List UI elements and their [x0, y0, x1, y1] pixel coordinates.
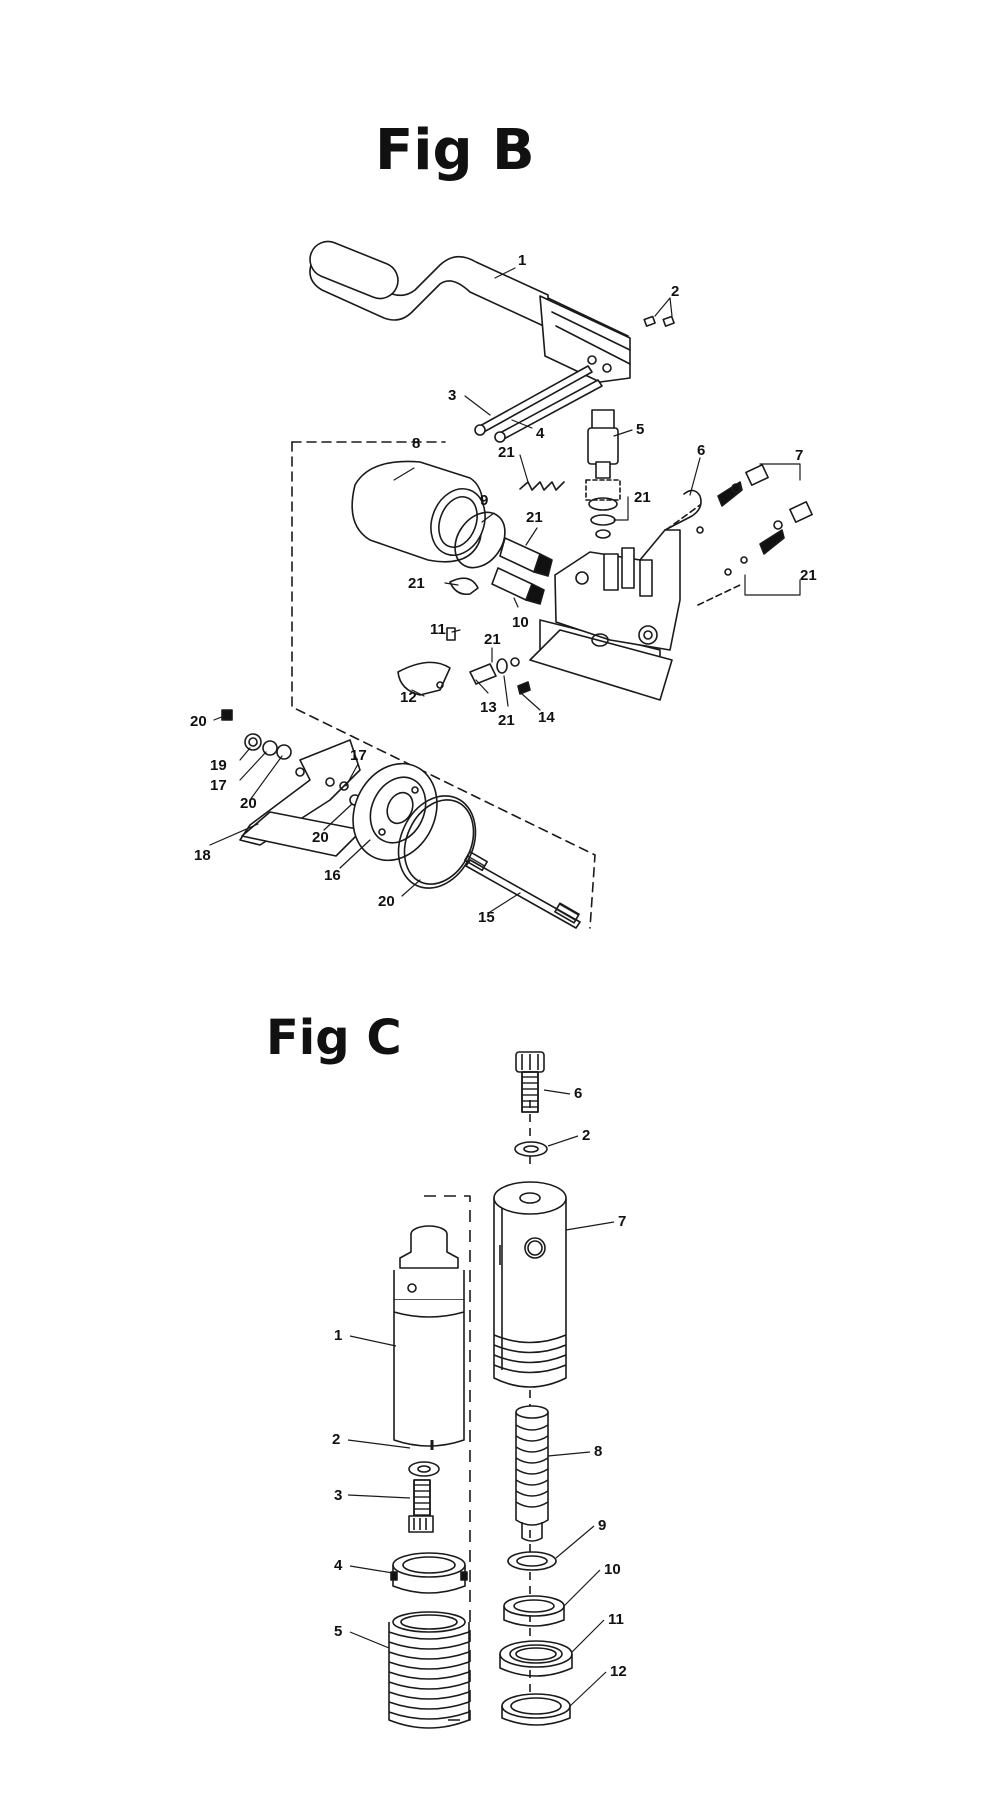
callout-b-10: 10 [512, 614, 529, 631]
callout-b-21e: 21 [408, 575, 425, 592]
o-ring-large [454, 511, 506, 569]
spring [519, 481, 565, 491]
base-plate-16 [352, 762, 438, 862]
callout-c-4: 4 [334, 1557, 343, 1574]
callout-b-21a: 21 [498, 444, 515, 461]
callout-c-3: 3 [334, 1487, 342, 1504]
callout-b-4: 4 [536, 425, 545, 442]
callout-b-12: 12 [400, 689, 417, 706]
callout-b-14: 14 [538, 709, 555, 726]
callout-b-3: 3 [448, 387, 456, 404]
nut-c4 [390, 1552, 468, 1594]
callout-c-2b: 2 [332, 1431, 340, 1448]
callout-c-10: 10 [604, 1561, 621, 1578]
callout-b-16: 16 [324, 867, 341, 884]
callout-b-21d: 21 [800, 567, 817, 584]
valve-13 [469, 663, 497, 685]
fitting [449, 577, 479, 596]
callout-b-11: 11 [430, 621, 446, 638]
callout-b-20b: 20 [240, 795, 257, 812]
bolt-20 [221, 709, 233, 721]
screw-11 [446, 627, 456, 641]
base-c5 [388, 1611, 470, 1729]
plunger-5 [585, 409, 621, 501]
pump-handle [309, 240, 631, 383]
cylinder-c7 [493, 1181, 567, 1388]
callout-c-2a: 2 [582, 1127, 590, 1144]
screw-c3 [408, 1479, 434, 1533]
fig-c-callouts: 6 2 7 1 8 2 9 3 10 4 11 5 12 [332, 1085, 627, 1680]
reservoir-8 [351, 460, 486, 563]
callout-b-20c: 20 [312, 829, 329, 846]
fig-b-dashed-outline [291, 441, 596, 929]
callout-b-15: 15 [478, 909, 495, 926]
callout-b-1: 1 [518, 252, 526, 269]
callout-c-9: 9 [598, 1517, 606, 1534]
callout-b-21g: 21 [498, 712, 515, 729]
washer-c2 [408, 1461, 440, 1477]
spindle-c8 [515, 1405, 549, 1542]
ram-c1 [393, 1225, 465, 1450]
ring-c12 [501, 1693, 571, 1726]
callout-b-13: 13 [480, 699, 497, 716]
fig-b-dash-link [665, 504, 741, 606]
tie-rod-15 [464, 850, 581, 929]
ring-c9 [507, 1551, 557, 1571]
fig-c-assembly [347, 1051, 615, 1729]
washer-c2-top [514, 1141, 548, 1157]
bolt-c6 [515, 1051, 545, 1113]
fig-c-title: Fig C [266, 1010, 402, 1066]
o-ring [590, 514, 616, 526]
bearing-c11 [499, 1640, 573, 1677]
fig-b-leaders [209, 267, 801, 913]
callout-b-19: 19 [210, 757, 227, 774]
washer-20 [276, 744, 292, 760]
callout-c-8: 8 [594, 1443, 602, 1460]
fig-b-assembly [209, 240, 813, 929]
callout-c-12: 12 [610, 1663, 627, 1680]
callout-b-21b: 9 [480, 492, 488, 509]
fig-c-dashed-bracket [424, 1195, 471, 1721]
callout-b-20a: 20 [190, 713, 207, 730]
valve-plugs-7 [696, 464, 813, 576]
callout-b-17b: 17 [350, 747, 367, 764]
release-rod-6 [664, 489, 702, 531]
callout-b-6: 6 [697, 442, 705, 459]
nut-19 [244, 733, 262, 751]
callout-b-7: 7 [795, 447, 803, 464]
callout-b-2: 2 [671, 283, 679, 300]
washer-17 [262, 740, 278, 756]
callout-c-1: 1 [334, 1327, 342, 1344]
fig-c-leaders [347, 1089, 615, 1707]
callout-b-20d: 20 [378, 893, 395, 910]
callout-c-11: 11 [608, 1611, 624, 1628]
callout-c-5: 5 [334, 1623, 342, 1640]
screw-14 [517, 681, 531, 695]
callout-b-8: 8 [412, 435, 420, 452]
ring-c10 [503, 1595, 565, 1627]
o-ring [595, 529, 611, 539]
fig-b-callouts: 1 2 3 4 5 6 7 8 21 9 21 21 21 21 10 11 2… [190, 252, 817, 926]
callout-b-21f: 21 [484, 631, 501, 648]
cartridges-9-10 [491, 537, 553, 605]
fig-b-title: Fig B [375, 118, 535, 183]
callout-c-6: 6 [574, 1085, 582, 1102]
callout-b-21c: 21 [634, 489, 651, 506]
washer-17b [339, 781, 349, 791]
pump-base [529, 529, 681, 701]
callout-b-17a: 17 [210, 777, 227, 794]
o-ring [588, 497, 618, 511]
callout-b-5: 5 [636, 421, 644, 438]
callout-b-9: 21 [526, 509, 543, 526]
callout-c-7: 7 [618, 1213, 626, 1230]
callout-b-18: 18 [194, 847, 211, 864]
screws-2 [643, 315, 675, 327]
